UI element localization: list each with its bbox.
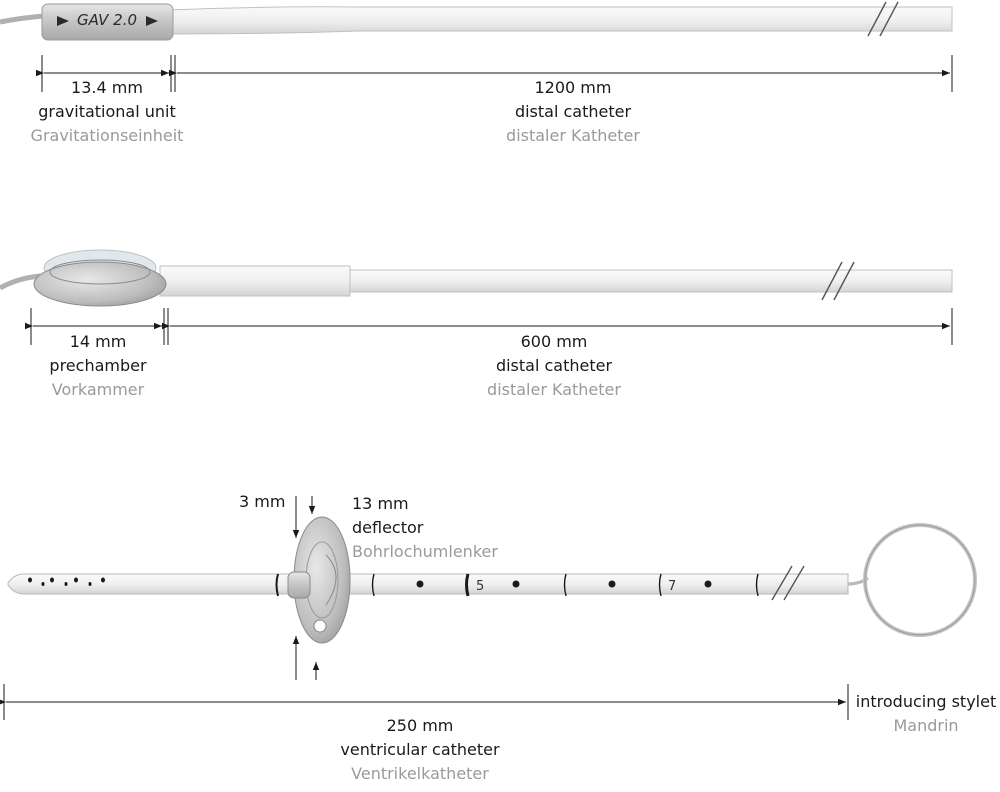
ventricular-catheter [7,573,849,595]
dim-13-4mm: 13.4 mm [71,78,143,97]
scale-mark-7: 7 [668,579,676,594]
gravitational-unit-body [41,3,174,41]
inlet-tube [0,13,45,25]
catheter-holes [28,577,712,588]
catheter-rings [275,573,759,597]
dim-13mm: 13 mm [352,494,409,513]
section2-dimensions [25,308,953,345]
device-label: GAV 2.0 [77,11,137,29]
dim-250mm: 250 mm [386,716,454,735]
device-arrow-right-icon [146,16,158,26]
name-distal-catheter-1: distal catheter [514,102,632,121]
label-ventricular-catheter: 250 mm ventricular catheter Ventrikelkat… [320,714,520,786]
name-prechamber: prechamber [49,356,147,375]
distal-catheter-2a [159,265,351,297]
burr-hole-deflector [287,516,351,644]
name-bohrlochumlenker: Bohrlochumlenker [352,542,498,561]
name-deflector: deflector [352,518,424,537]
name-ventricular-catheter: ventricular catheter [340,740,500,759]
dim-600mm: 600 mm [520,332,588,351]
section3-dimensions [0,496,849,720]
section3-device: 5 7 [7,516,977,644]
device-arrow-left-icon [57,16,69,26]
name-introducing-stylet: introducing stylet [855,692,997,711]
break-mark-3 [771,565,805,601]
label-distal-catheter-600: 600 mm distal catheter distaler Katheter [454,330,654,402]
break-mark-1 [867,1,899,37]
dim-3mm: 3 mm [239,492,286,511]
name-ventrikelkatheter: Ventrikelkatheter [351,764,489,783]
name-distal-catheter-2: distal catheter [495,356,613,375]
prechamber-rim [49,259,151,285]
label-3mm: 3 mm [239,490,299,514]
dim-14mm: 14 mm [69,332,127,351]
name-distaler-katheter-2: distaler Katheter [487,380,621,399]
inlet-tube-2 [0,273,41,291]
section2-device [0,249,953,307]
dim-1200mm: 1200 mm [534,78,612,97]
stylet-loop [863,523,977,637]
label-deflector: 13 mm deflector Bohrlochumlenker [352,492,532,564]
break-mark-2 [821,261,855,301]
distal-catheter-1 [167,6,953,35]
label-stylet: introducing stylet Mandrin [852,690,1000,738]
name-vorkammer: Vorkammer [51,380,145,399]
name-gravitationseinheit: Gravitationseinheit [30,126,184,145]
scale-mark-5: 5 [476,579,484,594]
name-mandrin: Mandrin [893,716,959,735]
label-distal-catheter-1200: 1200 mm distal catheter distaler Kathete… [473,76,673,148]
distal-catheter-2b [349,269,953,293]
name-gravitational-unit: gravitational unit [38,102,176,121]
section1-dimensions [36,55,953,92]
name-distaler-katheter-1: distaler Katheter [506,126,640,145]
section1-device: GAV 2.0 [0,1,953,41]
label-gravitational-unit: 13.4 mm gravitational unit Gravitationse… [12,76,202,148]
label-prechamber: 14 mm prechamber Vorkammer [18,330,178,402]
